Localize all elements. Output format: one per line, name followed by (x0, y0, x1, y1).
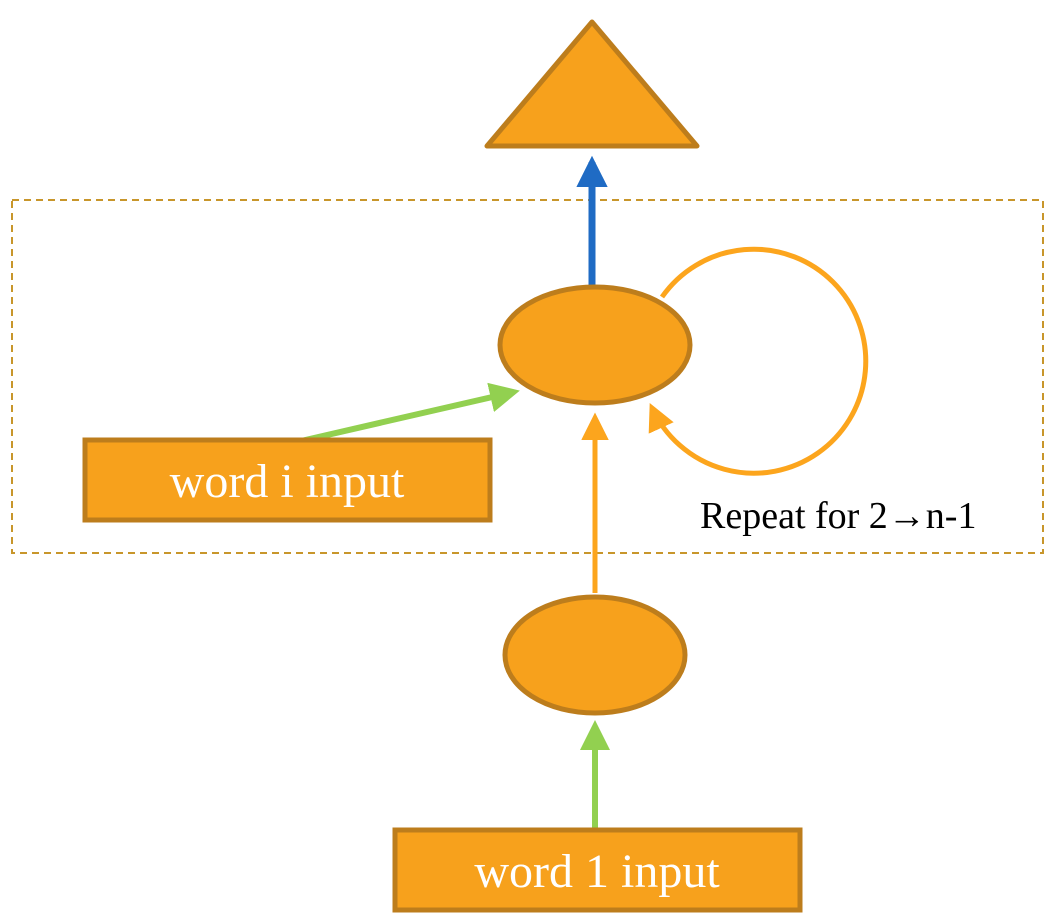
word-i-input-arrow (287, 382, 520, 447)
hidden-state-ellipse (497, 284, 693, 406)
repeat-region-border (11, 199, 1044, 554)
word-i-input-box (82, 437, 493, 523)
repeat-note: Repeat for 2→n-1 (700, 495, 976, 537)
word-1-input-label: word 1 input (474, 845, 720, 898)
output-triangle (484, 19, 700, 149)
self-loop-arrow (648, 246, 869, 476)
word-i-input-label: word i input (170, 455, 405, 508)
word-1-input-box (392, 827, 803, 913)
initial-state-ellipse (502, 594, 688, 716)
